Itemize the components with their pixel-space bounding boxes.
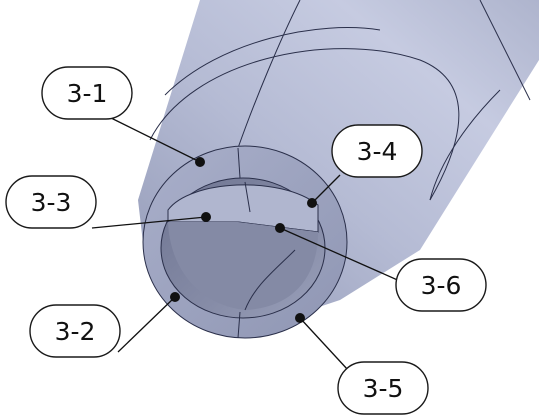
callout-3-2: 3-2 [29,304,121,358]
callout-3-1-label: 3-1 [67,79,108,108]
callout-3-5-label: 3-5 [363,374,404,403]
leader-line-3-2 [117,296,176,353]
pointer-dot-3-2 [170,292,180,302]
cone-segment-edge-ring [149,48,460,201]
callout-3-4: 3-4 [331,124,423,178]
callout-3-4-label: 3-4 [357,137,398,166]
face-seam-top [237,147,241,179]
callout-3-1: 3-1 [41,66,133,120]
leader-line-3-5 [299,317,349,371]
leader-line-3-6 [279,227,403,283]
callout-3-6-label: 3-6 [421,271,462,300]
cone-seam-line-1 [237,0,301,149]
inner-bore-lower [168,222,318,310]
inner-top-seam [244,181,251,213]
callout-3-3: 3-3 [5,175,97,229]
leader-line-3-3 [91,216,207,229]
pointer-dot-3-1 [195,157,205,167]
callout-3-2-label: 3-2 [55,317,96,346]
callout-3-3-label: 3-3 [31,188,72,217]
pointer-dot-3-6 [275,223,285,233]
face-seam-bottom [237,311,241,339]
pointer-dot-3-4 [307,198,317,208]
pointer-dot-3-5 [295,313,305,323]
cone-seam-line-2 [479,0,531,101]
cone-seam-line-3 [429,89,501,201]
pointer-dot-3-3 [201,212,211,222]
callout-3-6: 3-6 [395,258,487,312]
cone-segment-edge-ring-2 [164,27,381,96]
callout-3-5: 3-5 [337,361,429,415]
leader-line-3-1 [104,114,201,163]
inner-seam-line [244,249,296,311]
leader-line-3-4 [311,174,341,204]
